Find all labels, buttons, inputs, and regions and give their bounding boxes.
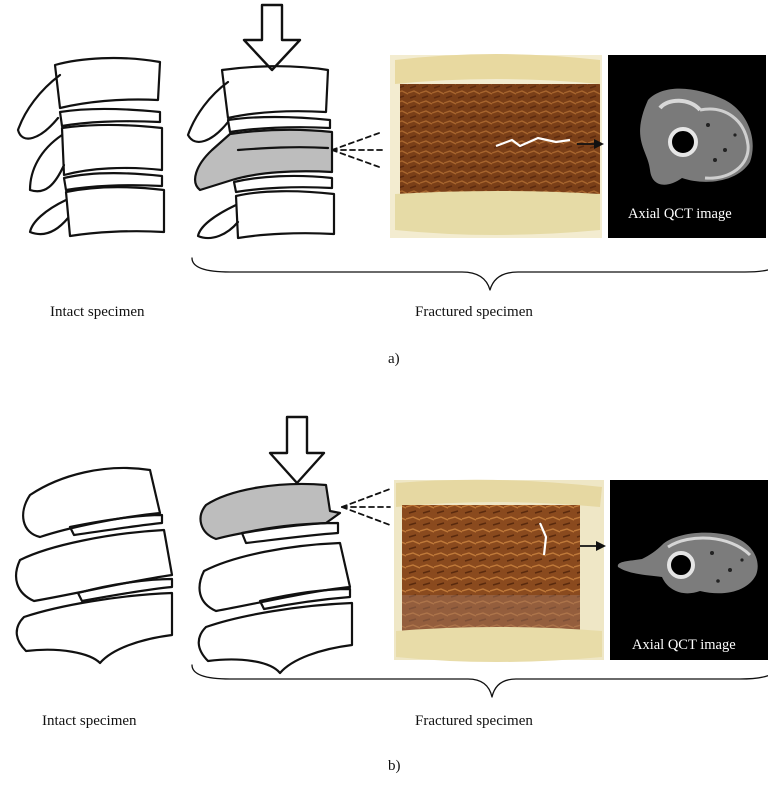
fractured-specimen-photo-a bbox=[390, 54, 602, 238]
fractured-label-a: Fractured specimen bbox=[415, 304, 533, 321]
panel-label-b: b) bbox=[388, 758, 401, 775]
fractured-brace-b bbox=[192, 665, 768, 697]
intact-label-b: Intact specimen bbox=[42, 713, 137, 730]
fracture-burst-lines-icon bbox=[342, 489, 390, 525]
qct-label-a: Axial QCT image bbox=[628, 206, 732, 223]
down-arrow-load-icon bbox=[270, 417, 324, 483]
fractured-brace-a bbox=[192, 258, 768, 290]
intact-spine-drawing-b bbox=[16, 468, 172, 663]
intact-spine-drawing-a bbox=[18, 58, 164, 236]
panel-a-drawing bbox=[0, 0, 768, 390]
intact-label-a: Intact specimen bbox=[50, 304, 145, 321]
fractured-label-b: Fractured specimen bbox=[415, 713, 533, 730]
axial-qct-image-b bbox=[610, 480, 768, 660]
panel-label-a: a) bbox=[388, 351, 400, 368]
fractured-vertebra-a bbox=[195, 130, 332, 190]
fracture-burst-lines-icon bbox=[332, 132, 384, 168]
fractured-vertebra-b bbox=[201, 484, 340, 539]
fractured-spine-drawing-b bbox=[199, 484, 352, 673]
fractured-spine-drawing-a bbox=[188, 66, 334, 238]
panel-b: Axial QCT image Intact specimen Fracture… bbox=[0, 395, 768, 788]
fractured-specimen-photo-b bbox=[394, 480, 604, 662]
panel-a: Axial QCT image Intact specimen Fracture… bbox=[0, 0, 768, 390]
qct-label-b: Axial QCT image bbox=[632, 637, 736, 654]
down-arrow-load-icon bbox=[244, 5, 300, 70]
